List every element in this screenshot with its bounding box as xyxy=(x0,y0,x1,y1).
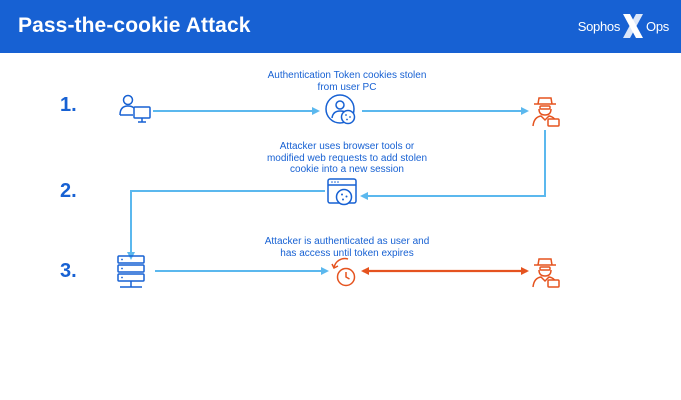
logo-suffix: Ops xyxy=(646,18,669,34)
caption-line: has access until token expires xyxy=(280,247,414,259)
user-computer-icon xyxy=(119,94,151,123)
step-number-2: 2. xyxy=(60,180,77,202)
logo-brand: Sophos xyxy=(577,18,621,34)
arrow-attacker-to-browser xyxy=(360,130,546,200)
step-2-caption: Attacker uses browser tools or modified … xyxy=(232,141,462,176)
step-number-3: 3. xyxy=(60,260,77,282)
attacker-icon-step3 xyxy=(532,258,560,288)
caption-line: cookie into a new session xyxy=(290,164,404,175)
attacker-icon-step1 xyxy=(532,97,560,127)
step-1-caption: Authentication Token cookies stolen from… xyxy=(232,70,462,93)
caption-line: Attacker uses browser tools or xyxy=(279,141,415,152)
browser-cookie-icon xyxy=(327,178,357,206)
clock-refresh-icon xyxy=(331,257,356,287)
caption-line: Authentication Token cookies stolen xyxy=(267,70,427,81)
caption-line: modified web requests to add stolen xyxy=(266,152,428,164)
step-3-caption: Attacker is authenticated as user and ha… xyxy=(232,236,462,259)
caption-line: Attacker is authenticated as user and xyxy=(264,236,430,247)
step-number-1: 1. xyxy=(60,94,77,116)
header-bar: Pass-the-cookie Attack Sophos Ops xyxy=(0,0,681,53)
sophos-xops-logo: Sophos Ops xyxy=(578,12,669,40)
arrow-browser-to-server xyxy=(127,190,325,260)
user-cookie-icon xyxy=(325,94,356,125)
page-title: Pass-the-cookie Attack xyxy=(18,14,251,37)
logo-x-mark xyxy=(623,14,644,38)
caption-line: from user PC xyxy=(317,81,377,93)
server-icon xyxy=(117,255,145,288)
